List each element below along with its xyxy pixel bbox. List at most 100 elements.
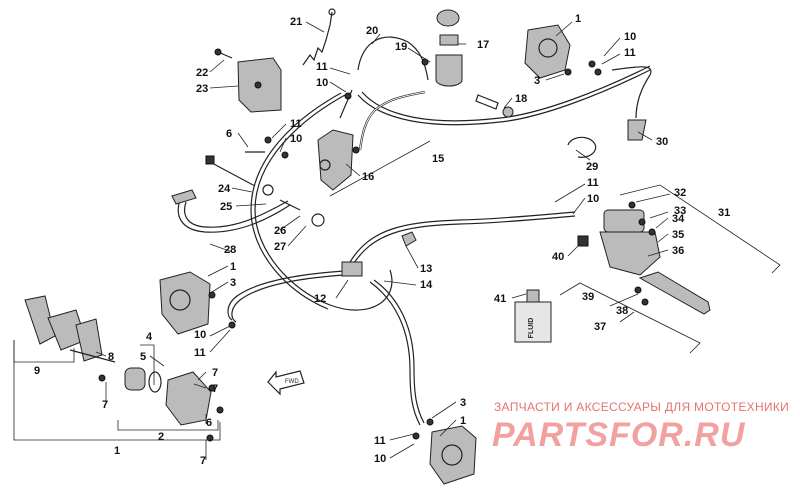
callout-11: 11 bbox=[624, 47, 636, 59]
callout-11: 11 bbox=[316, 61, 328, 73]
bracket-18 bbox=[475, 94, 499, 110]
callout-28: 28 bbox=[224, 244, 236, 256]
callout-41: 41 bbox=[494, 293, 506, 305]
line-14 bbox=[369, 281, 421, 426]
callout-4: 4 bbox=[146, 331, 153, 343]
callout-40: 40 bbox=[552, 251, 564, 263]
callout-7: 7 bbox=[200, 455, 206, 467]
callout-37: 37 bbox=[594, 321, 606, 333]
callout-11: 11 bbox=[194, 347, 206, 359]
callout-1: 1 bbox=[230, 261, 236, 273]
ring-29 bbox=[567, 136, 597, 158]
callout-22: 22 bbox=[196, 67, 208, 79]
callout-39: 39 bbox=[582, 291, 594, 303]
callout-11: 11 bbox=[587, 177, 599, 189]
caliper-rear bbox=[412, 418, 477, 485]
callout-29: 29 bbox=[586, 161, 598, 173]
callout-38: 38 bbox=[616, 305, 628, 317]
group-brackets bbox=[13, 140, 781, 441]
callout-1: 1 bbox=[114, 445, 120, 457]
callout-10: 10 bbox=[587, 193, 599, 205]
callout-23: 23 bbox=[196, 83, 208, 95]
callout-6: 6 bbox=[226, 128, 232, 140]
callout-10: 10 bbox=[290, 133, 302, 145]
brake-pedal bbox=[171, 189, 325, 227]
line-28 bbox=[254, 94, 393, 311]
callout-2: 2 bbox=[158, 431, 164, 443]
callout-30: 30 bbox=[656, 136, 668, 148]
banjo-left bbox=[245, 136, 289, 159]
leader-lines bbox=[95, 21, 671, 460]
callout-36: 36 bbox=[672, 245, 684, 257]
line-30 bbox=[611, 66, 652, 119]
callout-26: 26 bbox=[274, 225, 286, 237]
callout-3: 3 bbox=[534, 75, 540, 87]
callout-11: 11 bbox=[290, 118, 302, 130]
hose-reservoir bbox=[358, 90, 426, 151]
pin-8 bbox=[69, 349, 116, 363]
callout-10: 10 bbox=[374, 453, 386, 465]
callout-18: 18 bbox=[515, 93, 527, 105]
callout-10: 10 bbox=[624, 31, 636, 43]
fluid-bottle-41 bbox=[514, 289, 552, 343]
callout-19: 19 bbox=[395, 41, 407, 53]
callout-14: 14 bbox=[420, 279, 433, 291]
callout-24: 24 bbox=[218, 183, 231, 195]
callout-7: 7 bbox=[212, 383, 218, 395]
callout-25: 25 bbox=[220, 201, 232, 213]
brake-lines bbox=[177, 36, 652, 426]
forward-arrow-icon: FWD bbox=[267, 370, 305, 396]
callout-35: 35 bbox=[672, 229, 684, 241]
watermark-tagline: ЗАПЧАСТИ И АКСЕССУАРЫ ДЛЯ МОТОТЕХНИКИ bbox=[494, 400, 790, 414]
line-to-mc bbox=[349, 211, 576, 263]
caliper-left-front bbox=[159, 271, 236, 335]
callout-20: 20 bbox=[366, 25, 378, 37]
callout-labels: 21 20 19 17 1 10 11 3 22 23 11 10 18 30 … bbox=[34, 13, 730, 467]
tee-junction bbox=[341, 261, 363, 277]
line-20 bbox=[357, 36, 429, 81]
callout-1: 1 bbox=[460, 415, 466, 427]
callout-21: 21 bbox=[290, 16, 302, 28]
fwd-text: FWD bbox=[285, 379, 299, 385]
callout-27: 27 bbox=[274, 241, 286, 253]
callout-7: 7 bbox=[212, 367, 218, 379]
caliper-top-right bbox=[524, 24, 602, 79]
callout-12: 12 bbox=[314, 293, 326, 305]
callout-1: 1 bbox=[575, 13, 581, 25]
fluid-text: FLUID bbox=[528, 318, 535, 339]
callout-3: 3 bbox=[230, 277, 236, 289]
callout-6: 6 bbox=[206, 417, 212, 429]
line-12 bbox=[231, 274, 346, 323]
caliper-2-exploded bbox=[124, 367, 224, 442]
pedal-link bbox=[177, 199, 291, 233]
watermark-logo: PARTSFOR.RU bbox=[492, 416, 746, 454]
line-15 bbox=[357, 69, 651, 126]
master-cylinder-right bbox=[577, 201, 661, 276]
bolt-24 bbox=[205, 155, 274, 196]
callout-9: 9 bbox=[34, 365, 40, 377]
reservoir-17 bbox=[421, 9, 463, 87]
callout-3: 3 bbox=[460, 397, 466, 409]
spring-21 bbox=[302, 8, 336, 66]
callout-34: 34 bbox=[672, 213, 685, 225]
callout-33: 33 bbox=[674, 205, 686, 217]
callout-31: 31 bbox=[718, 207, 730, 219]
callout-32: 32 bbox=[674, 187, 686, 199]
master-cylinder-16 bbox=[317, 89, 360, 191]
callout-16: 16 bbox=[362, 171, 374, 183]
callout-10: 10 bbox=[316, 77, 328, 89]
callout-7: 7 bbox=[102, 399, 108, 411]
callout-10: 10 bbox=[194, 329, 206, 341]
bracket-23 bbox=[214, 48, 282, 113]
callout-8: 8 bbox=[108, 351, 114, 363]
bracket-9 bbox=[24, 295, 103, 362]
brake-lever bbox=[634, 271, 711, 315]
callout-11: 11 bbox=[374, 435, 386, 447]
callout-17: 17 bbox=[477, 39, 489, 51]
callout-15: 15 bbox=[432, 153, 444, 165]
clip-13 bbox=[401, 231, 417, 247]
callout-13: 13 bbox=[420, 263, 432, 275]
clip-30 bbox=[627, 119, 647, 141]
callout-5: 5 bbox=[140, 351, 146, 363]
